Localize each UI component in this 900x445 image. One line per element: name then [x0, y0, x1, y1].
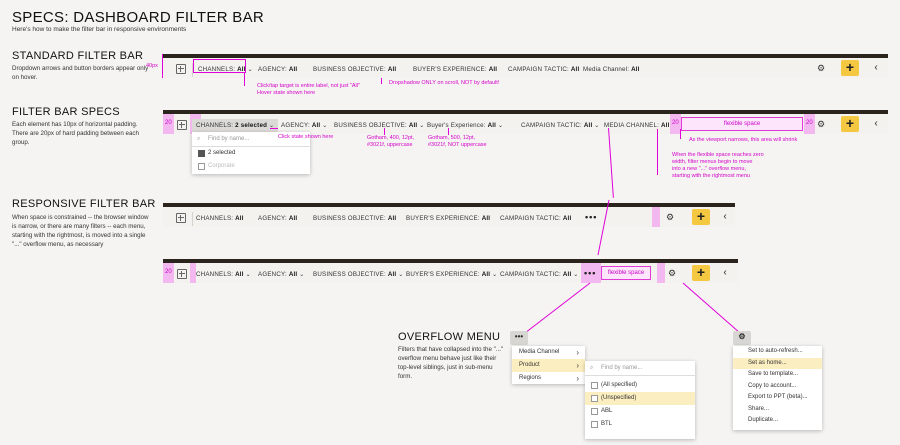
filter-buyers-experience[interactable]: Buyer's Experience: All ⌄: [427, 122, 504, 129]
specs-filter-bar: 20 CHANNELS: 2 selected ⌄ AGENCY: All ⌄ …: [163, 110, 888, 134]
annotation-gotham500: Gotham, 500, 12pt, #3021f, NOT uppercase: [428, 135, 487, 148]
responsive-section-title: RESPONSIVE FILTER BAR: [12, 198, 156, 210]
settings-item-copy-account[interactable]: Copy to account...: [748, 382, 797, 389]
tune-icon[interactable]: ⚙: [817, 63, 826, 73]
overflow-item-regions[interactable]: Regions›: [519, 374, 579, 383]
annotation-click-target: Click/tap target is entire label, not ju…: [257, 83, 360, 96]
tune-icon[interactable]: ⚙: [668, 268, 677, 278]
page-subtitle: Here's how to make the filter bar in res…: [12, 26, 187, 33]
filter-channels-active[interactable]: CHANNELS: 2 selected ⌄: [192, 119, 279, 133]
filter-campaign-tactic[interactable]: CAMPAIGN TACTIC: All ⌄: [521, 122, 600, 129]
filter-business-objective[interactable]: BUSINESS OBJECTIVE: All: [313, 215, 397, 222]
dropdown-item[interactable]: 2 selected: [192, 147, 310, 160]
filter-media-channel[interactable]: Media Channel: All: [583, 66, 640, 73]
specs-section-desc: Each element has 10px of horizontal padd…: [12, 121, 139, 146]
responsive-filter-bar-1: CHANNELS: All AGENCY: All BUSINESS OBJEC…: [163, 203, 735, 227]
add-button[interactable]: +: [692, 209, 710, 225]
filter-business-objective[interactable]: BUSINESS OBJECTIVE: All ⌄: [334, 122, 425, 129]
filter-buyers-experience[interactable]: BUYER'S EXPERIENCE: All: [413, 66, 498, 73]
chevron-left-icon[interactable]: ‹: [874, 118, 878, 129]
settings-item-share[interactable]: Share...: [748, 405, 770, 412]
annotation-40px: 40px: [146, 63, 158, 69]
overflow-item-product[interactable]: Product›: [512, 359, 585, 372]
overflow-section-desc: Filters that have collapsed into the "..…: [398, 346, 504, 380]
flexible-space: flexible space: [601, 266, 651, 280]
chevron-left-icon[interactable]: ‹: [723, 267, 727, 278]
overflow-ellipsis-button[interactable]: •••: [585, 212, 598, 222]
responsive-section-desc: When space is constrained -- the browser…: [12, 214, 149, 248]
filter-channels[interactable]: CHANNELS: All ⌄: [198, 66, 253, 73]
layout-grid-icon[interactable]: [177, 269, 187, 279]
annotation-viewport-shrink: As the viewport narrows, this area will …: [689, 137, 798, 143]
overflow-ellipsis-button[interactable]: •••: [584, 268, 597, 278]
tune-icon[interactable]: ⚙: [666, 212, 675, 222]
filter-agency[interactable]: AGENCY: All: [258, 215, 298, 222]
annotation-gotham400: Gotham, 400, 12pt, #3021f, uppercase: [367, 135, 415, 148]
annotation-dropshadow: Dropshadow ONLY on scroll, NOT by defaul…: [389, 80, 500, 86]
responsive-filter-bar-2: 20 CHANNELS: All ⌄ AGENCY: All ⌄ BUSINES…: [163, 259, 738, 283]
tune-icon[interactable]: ⚙: [733, 331, 751, 345]
settings-item-auto-refresh[interactable]: Set to auto-refresh...: [748, 348, 803, 354]
filter-campaign-tactic[interactable]: CAMPAIGN TACTIC: All ⌄: [500, 271, 579, 278]
annotation-click-state: Click state shown here: [278, 134, 334, 140]
search-icon: ⌕: [590, 365, 594, 371]
overflow-section-title: OVERFLOW MENU: [398, 331, 501, 343]
standard-filter-bar: CHANNELS: All ⌄ AGENCY: All BUSINESS OBJ…: [163, 54, 888, 78]
filter-channels[interactable]: CHANNELS: All ⌄: [196, 271, 251, 278]
filter-buyers-experience[interactable]: BUYER'S EXPERIENCE: All: [406, 215, 491, 222]
page-title: SPECS: DASHBOARD FILTER BAR: [12, 9, 265, 26]
add-button[interactable]: +: [841, 60, 859, 76]
overflow-item-media-channel[interactable]: Media Channel›: [519, 348, 579, 357]
filter-business-objective[interactable]: BUSINESS OBJECTIVE: All ⌄: [313, 271, 404, 278]
standard-section-title: STANDARD FILTER BAR: [12, 50, 144, 62]
standard-section-desc: Dropdown arrows and button borders appea…: [12, 65, 149, 81]
submenu-search-input[interactable]: ⌕Find by name...: [585, 361, 695, 376]
submenu-item[interactable]: BTL: [585, 418, 695, 431]
annotation-flex-zero: When the flexible space reaches zero wid…: [672, 152, 764, 179]
filter-campaign-tactic[interactable]: CAMPAIGN TACTIC: All: [508, 66, 580, 73]
search-icon: ⌕: [197, 136, 201, 142]
product-submenu: ⌕Find by name... (All specified) (Unspec…: [585, 361, 695, 439]
filter-agency[interactable]: AGENCY: All ⌄: [281, 122, 328, 129]
settings-item-save-template[interactable]: Save to template...: [748, 371, 799, 377]
filter-agency[interactable]: AGENCY: All ⌄: [258, 271, 305, 278]
settings-item-export-ppt[interactable]: Export to PPT (beta)...: [748, 394, 808, 400]
overflow-menu: Media Channel› Product› Regions›: [512, 346, 585, 384]
tune-icon[interactable]: ⚙: [817, 119, 826, 129]
filter-channels[interactable]: CHANNELS: All: [196, 215, 244, 222]
chevron-left-icon[interactable]: ‹: [874, 62, 878, 73]
divider: [192, 63, 193, 77]
layout-grid-icon[interactable]: [177, 120, 187, 130]
overflow-ellipsis-button[interactable]: •••: [510, 331, 528, 345]
settings-menu: Set to auto-refresh... Set as home... Sa…: [733, 346, 822, 430]
chevron-left-icon[interactable]: ‹: [723, 211, 727, 222]
dropdown-search-input[interactable]: ⌕Find by name...: [192, 132, 310, 147]
submenu-item[interactable]: ABL: [585, 405, 695, 418]
filter-campaign-tactic[interactable]: CAMPAIGN TACTIC: All: [500, 215, 572, 222]
submenu-item[interactable]: (All specified): [585, 379, 695, 392]
dropdown-item[interactable]: Corporate: [192, 160, 310, 173]
filter-agency[interactable]: AGENCY: All: [258, 66, 298, 73]
add-button[interactable]: +: [692, 265, 710, 281]
specs-section-title: FILTER BAR SPECS: [12, 106, 120, 118]
filter-business-objective[interactable]: BUSINESS OBJECTIVE: All: [313, 66, 397, 73]
add-button[interactable]: +: [841, 116, 859, 132]
filter-buyers-experience[interactable]: BUYER'S EXPERIENCE: All ⌄: [406, 271, 498, 278]
settings-item-duplicate[interactable]: Duplicate...: [748, 417, 779, 423]
submenu-item[interactable]: (Unspecified): [585, 392, 695, 405]
channels-dropdown: ⌕Find by name... 2 selected Corporate: [192, 132, 310, 174]
hover-state-box: [193, 59, 246, 73]
layout-grid-icon[interactable]: [176, 213, 186, 223]
settings-item-set-home[interactable]: Set as home...: [733, 357, 822, 369]
flexible-space: flexible space: [681, 117, 803, 131]
layout-grid-icon[interactable]: [176, 64, 186, 74]
